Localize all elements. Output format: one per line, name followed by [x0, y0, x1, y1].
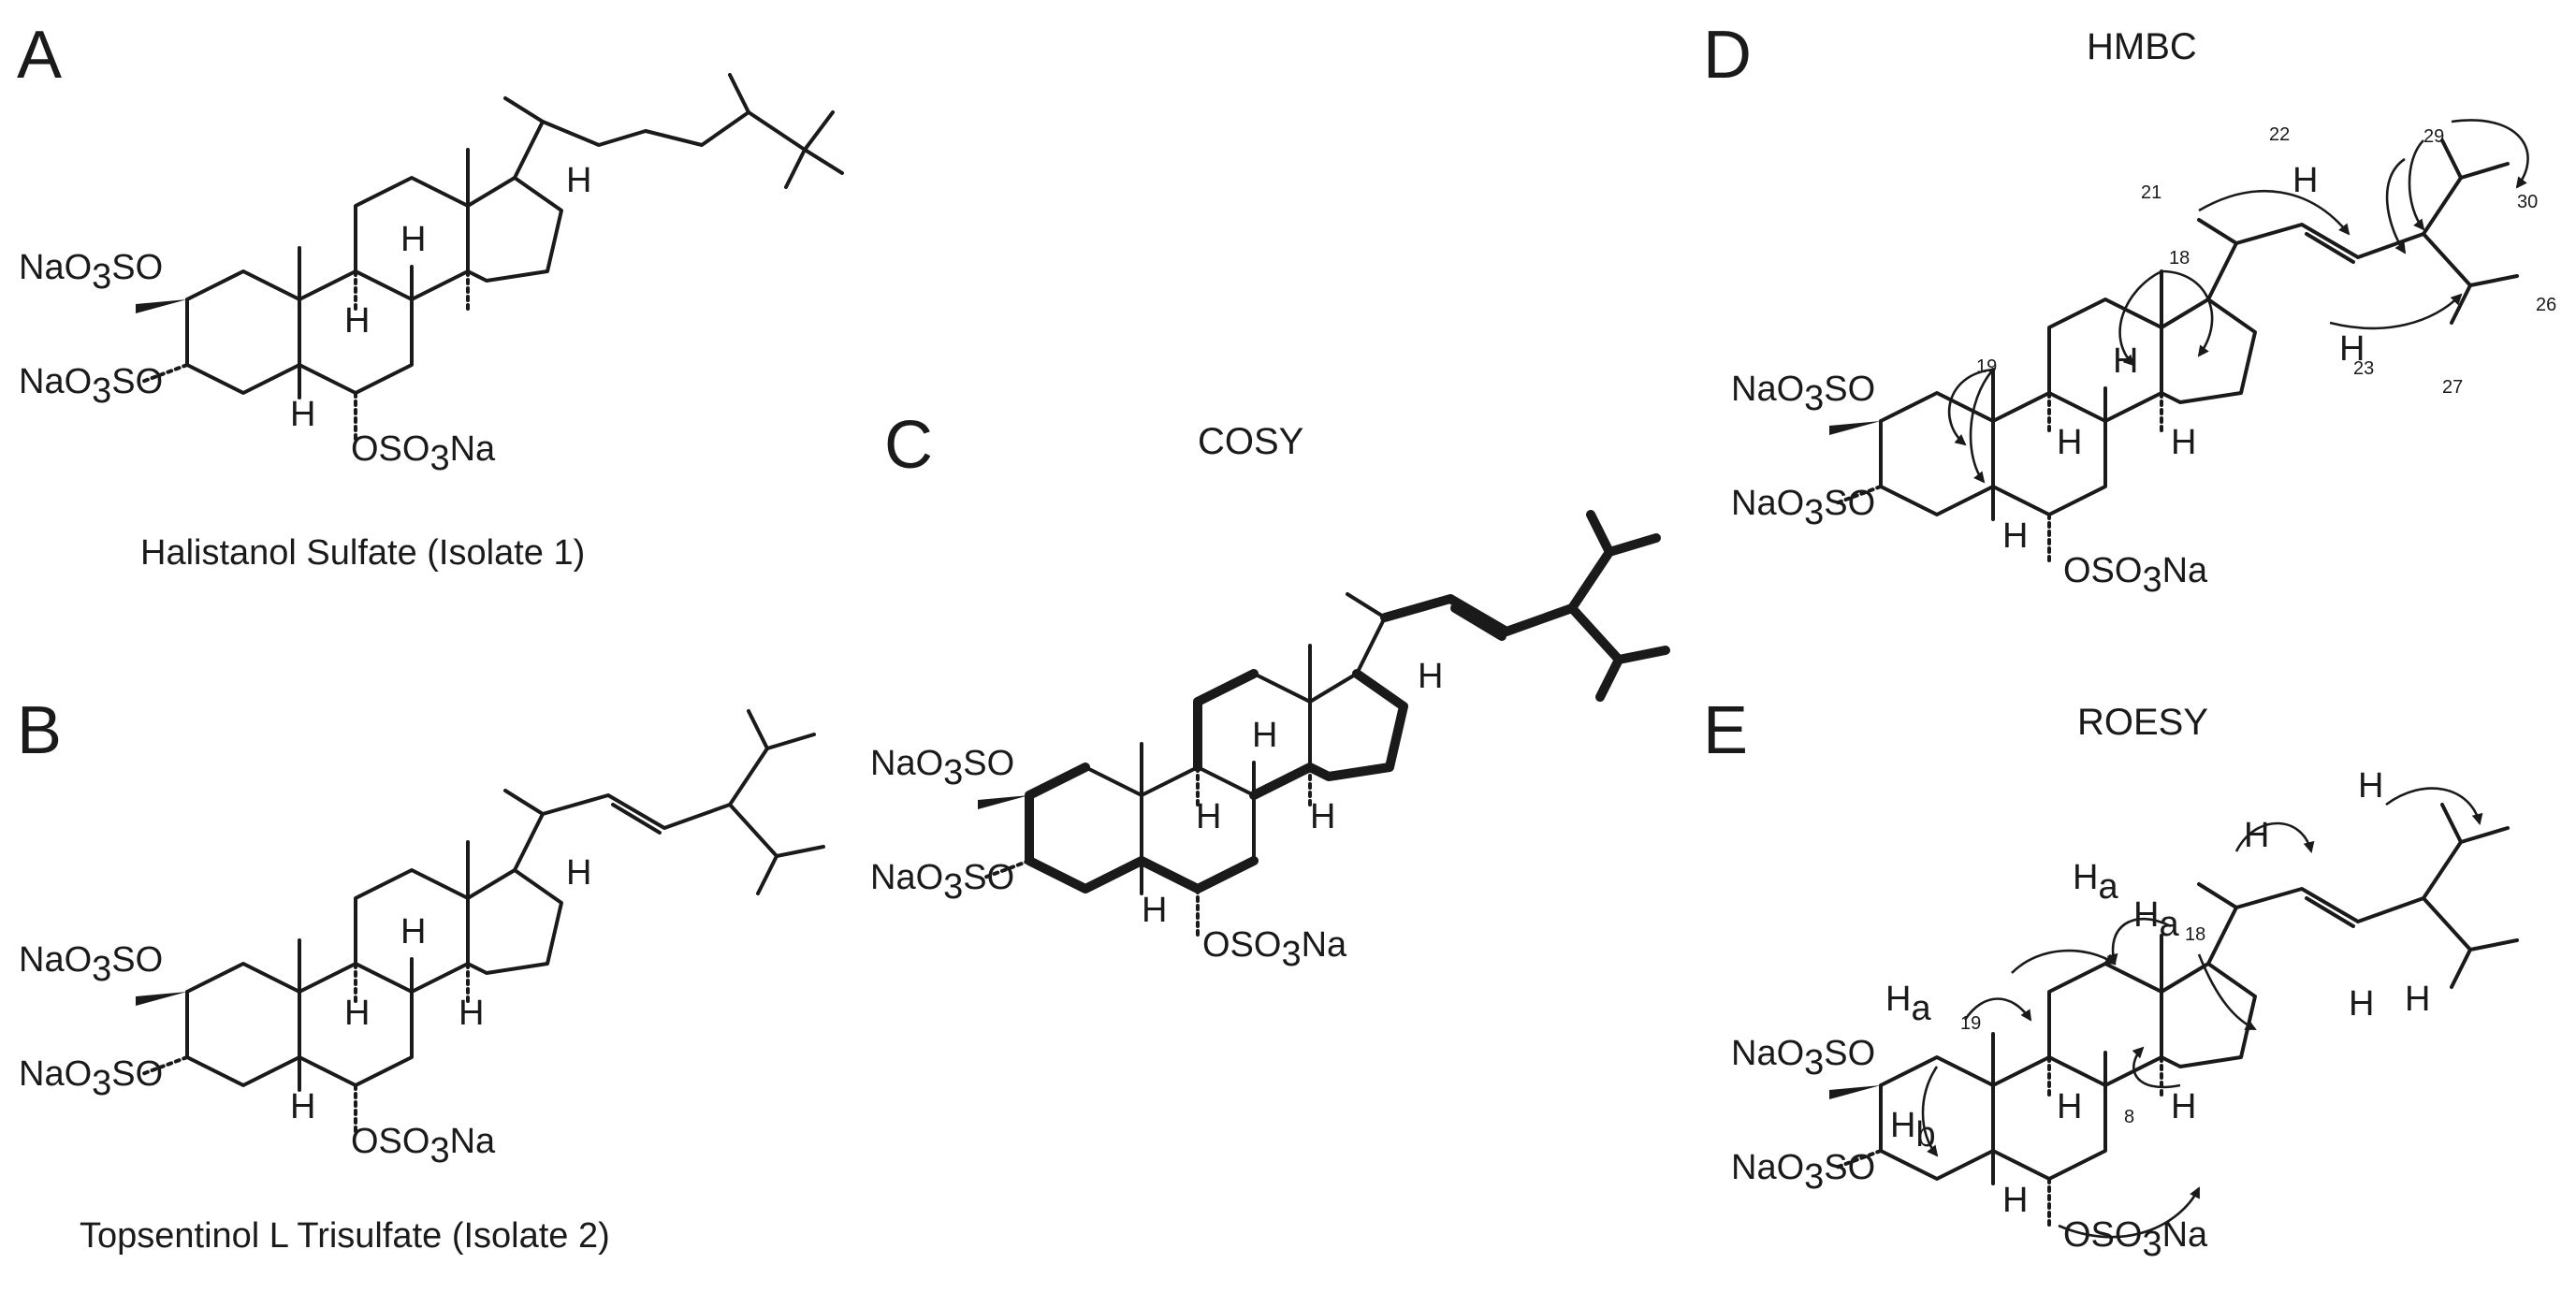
panel-letter-e: E [1703, 693, 1749, 768]
structure-roesy: H H Ha Ha 18 Ha 19 Hb 8 H H NaO3SO NaO3S… [1731, 766, 2519, 1264]
h-c14-label: H [458, 994, 484, 1033]
caption-halistanol-sulfate: Halistanol Sulfate (Isolate 1) [140, 533, 586, 573]
nao3so-c2-label: NaO3SO [870, 858, 1014, 907]
structure-topsentinol-l-trisulfate: NaO3SO NaO3SO OSO3Na H H H H H [19, 709, 825, 1170]
h-c9-label: H [1196, 797, 1221, 836]
hmbc-label-23: 23 [2353, 358, 2374, 379]
h-alkene-upper-label: H [2358, 766, 2383, 806]
hmbc-label-27: 27 [2442, 377, 2463, 398]
oso3na-c6-label: OSO3Na [2063, 551, 2208, 600]
h-c17-label: H [1418, 657, 1443, 696]
panel-b: B NaO3SO NaO3SO OSO3Na H H H H H Topsent… [0, 674, 842, 1291]
panel-letter-c: C [884, 408, 933, 483]
h-c1-beta-label: Hb [1890, 1106, 1936, 1155]
nao3so-c3-label: NaO3SO [19, 940, 163, 989]
panel-d: D HMBC 22 29 30 21 18 19 [1694, 0, 2576, 646]
h-c8-label: H [2113, 341, 2138, 381]
h-c14-label: H [1310, 797, 1335, 836]
h-c9-label: H [344, 301, 370, 341]
h-c17-label: H [566, 853, 591, 893]
panel-letter-b: B [17, 693, 63, 768]
h-c9-label: H [2057, 423, 2082, 462]
hmbc-label-29: 29 [2423, 126, 2444, 147]
h-c1-alpha-label: Ha [1885, 980, 1931, 1028]
h-c5-label: H [2002, 516, 2028, 556]
nao3so-c2-label: NaO3SO [19, 1054, 163, 1103]
structure-halistanol-sulfate: NaO3SO NaO3SO OSO3Na H H H H [19, 73, 844, 478]
h-c5-label: H [2002, 1181, 2028, 1220]
h-c9-label: H [2057, 1087, 2082, 1126]
nao3so-c3-label: NaO3SO [870, 744, 1014, 792]
nao3so-c3-label: NaO3SO [1731, 370, 1875, 418]
nao3so-c3-label: NaO3SO [1731, 1034, 1875, 1082]
structure-hmbc: 22 29 30 21 18 19 26 23 27 H H NaO3SO Na… [1731, 119, 2556, 600]
h-c9-label: H [344, 994, 370, 1033]
oso3na-c6-label: OSO3Na [351, 1122, 496, 1170]
title-roesy: ROESY [2077, 702, 2209, 743]
roesy-label-18: 18 [2185, 924, 2205, 945]
h-c12-label: Ha [2133, 895, 2179, 944]
h-c8-label: H [400, 220, 426, 259]
title-cosy: COSY [1198, 421, 1304, 462]
nao3so-c2-label: NaO3SO [19, 362, 163, 411]
oso3na-c6-label: OSO3Na [351, 429, 496, 478]
structure-cosy: NaO3SO NaO3SO OSO3Na H H H H H [870, 510, 1670, 974]
h-alkene-right-label: H [2405, 980, 2430, 1019]
roesy-label-19: 19 [1960, 1013, 1981, 1034]
h-c8-label: H [400, 912, 426, 952]
h-c5-label: H [290, 1087, 315, 1126]
hmbc-label-22: 22 [2269, 124, 2290, 145]
h-23-label: H [2339, 329, 2365, 369]
nao3so-c2-label: NaO3SO [1731, 1148, 1875, 1197]
h-c5-label: H [1142, 891, 1167, 930]
caption-topsentinol-l-trisulfate: Topsentinol L Trisulfate (Isolate 2) [80, 1216, 610, 1256]
h-c14-label: H [2171, 423, 2196, 462]
hmbc-label-26: 26 [2536, 295, 2556, 315]
roesy-label-8: 8 [2124, 1107, 2134, 1127]
panel-letter-d: D [1703, 18, 1752, 93]
panel-letter-a: A [17, 18, 63, 93]
title-hmbc: HMBC [2087, 26, 2197, 67]
h-side-chain-label: H [2244, 816, 2269, 855]
oso3na-c6-label: OSO3Na [2063, 1215, 2208, 1264]
h-alkene-lower-label: H [2349, 984, 2374, 1024]
hmbc-label-19: 19 [1976, 356, 1997, 377]
nao3so-c2-label: NaO3SO [1731, 484, 1875, 532]
h-c14-label: H [2171, 1087, 2196, 1126]
hmbc-label-21: 21 [2141, 182, 2161, 203]
hmbc-label-30: 30 [2517, 192, 2538, 212]
nao3so-c3-label: NaO3SO [19, 248, 163, 297]
h-c8-label: H [1252, 716, 1277, 755]
panel-a: A NaO3SO NaO3SO OSO3Na H H H H Halistano… [0, 0, 844, 599]
h-ring-c-label: Ha [2073, 858, 2118, 907]
panel-c: C COSY NaO3SO NaO3SO OSO3Na H H H H H [842, 356, 1684, 1029]
oso3na-c6-label: OSO3Na [1202, 925, 1347, 974]
h-c5-label: H [290, 395, 315, 434]
h-22-label: H [2292, 161, 2318, 200]
panel-e: E ROESY H H Ha Ha 18 Ha [1694, 674, 2576, 1293]
h-c17-label: H [566, 161, 591, 200]
hmbc-label-18: 18 [2169, 248, 2190, 269]
